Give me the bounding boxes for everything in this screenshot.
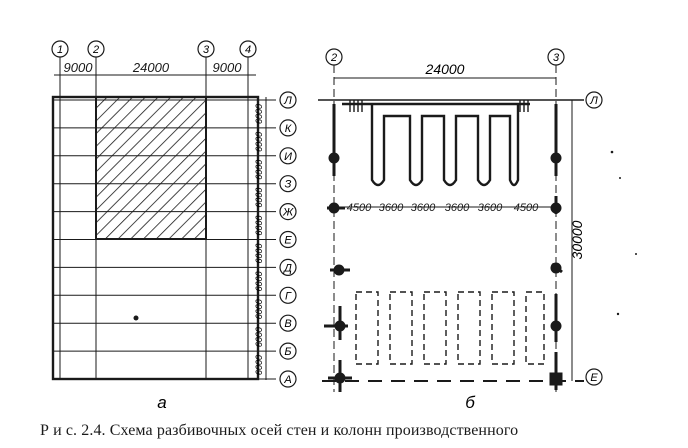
panel-a-row-letters: Л К И З Ж Е Д Г В Б А	[279, 91, 297, 388]
row-bubble-a	[279, 342, 297, 360]
row-bubble-a	[279, 370, 297, 388]
span-dim-left: 9000	[64, 60, 94, 75]
row-letter-b-L: Л	[589, 95, 598, 107]
row-letter-a: Д	[282, 262, 292, 274]
row-bubble-a	[279, 258, 297, 276]
row-dim-a: 6000	[254, 327, 264, 347]
row-bubble-a	[279, 147, 297, 165]
hatched-block	[95, 96, 207, 240]
axis-number-2: 2	[92, 44, 99, 56]
row-bubble-b-L	[585, 91, 603, 109]
axis-number-1: 1	[57, 44, 63, 56]
panel-a-row-lines	[53, 99, 276, 380]
row-dim-a: 6000	[254, 188, 264, 208]
row-bubble-b-E	[585, 368, 603, 386]
panel-b: 2 3 24000 Л Е 30000	[318, 48, 637, 412]
row-letter-a: А	[283, 374, 291, 386]
row-letter-a: З	[285, 179, 292, 191]
panel-b-side-dim: 30000	[569, 220, 585, 259]
row-bubble-a	[279, 91, 297, 109]
row-letter-a: Е	[284, 235, 292, 247]
row-bubble-a	[279, 203, 297, 221]
bay-dims: 4500 3600 3600 3600 3600 4500	[347, 202, 539, 214]
bay-dim: 3600	[478, 202, 503, 214]
column-posts	[324, 104, 563, 392]
bay-dim: 3600	[379, 202, 404, 214]
row-bubble-a	[279, 119, 297, 137]
row-letter-a: Г	[285, 290, 292, 302]
row-bubble-a	[279, 230, 297, 249]
row-dim-a: 6000	[254, 299, 264, 319]
row-dim-a: 6000	[254, 160, 264, 180]
row-letter-a: К	[285, 123, 292, 135]
panel-a-axis-bubbles	[51, 40, 257, 58]
axis-number-4: 4	[245, 44, 251, 56]
bay-dim: 3600	[411, 202, 436, 214]
scan-specks	[610, 150, 637, 316]
wall-panel-comb	[342, 102, 530, 187]
row-bubble-a	[279, 175, 297, 193]
row-dim-a: 6000	[254, 216, 264, 236]
ink-smudge	[133, 315, 139, 321]
row-dim-a: 6000	[254, 355, 264, 375]
row-letter-a: В	[284, 318, 291, 330]
row-letter-a: Л	[283, 95, 292, 107]
wall-comb-teeth	[349, 100, 529, 112]
row-dim-a: 6000	[254, 243, 264, 263]
panel-b-label: б	[465, 393, 476, 412]
row-letter-a: Ж	[282, 207, 294, 219]
bay-dim: 4500	[514, 202, 539, 214]
panel-a-label: а	[157, 393, 166, 412]
foundation-outlines	[355, 291, 545, 365]
row-bubble-a	[279, 314, 297, 332]
row-dim-a: 6000	[254, 271, 264, 291]
row-letter-a: Б	[284, 346, 291, 358]
axis-number-b-2: 2	[330, 52, 337, 64]
panel-b-top-dim: 24000	[425, 61, 465, 77]
panel-a-row-dims: 6000 6000 6000 6000 6000 6000 6000 6000 6000 6000	[254, 104, 264, 375]
row-letter-b-E: Е	[590, 372, 598, 384]
row-dim-a: 6000	[254, 132, 264, 152]
row-bubble-a	[279, 286, 297, 304]
bay-dim: 3600	[445, 202, 470, 214]
panel-a: 1 2 3 4 9000 24000 9000 6000600060006000…	[51, 40, 297, 412]
axis-number-b-3: 3	[553, 52, 560, 64]
row-dim-a: 6000	[254, 104, 264, 124]
row-letter-a: И	[284, 151, 292, 163]
axis-number-3: 3	[203, 44, 210, 56]
bay-dim: 4500	[347, 202, 372, 214]
figure-caption: Р и с. 2.4. Схема разбивочных осей стен …	[40, 422, 519, 439]
span-dim-right: 9000	[213, 60, 243, 75]
span-dim-middle: 24000	[132, 60, 170, 75]
